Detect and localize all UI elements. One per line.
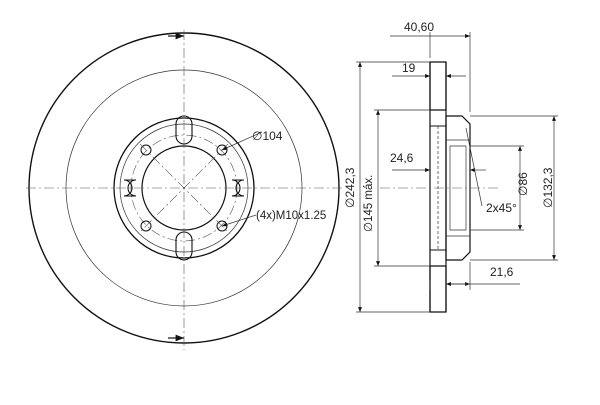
hat-wall-upper [429, 109, 447, 127]
bolt-hole [140, 144, 152, 156]
ring-section-upper [429, 61, 447, 111]
min-diameter-label: ∅145 máx. [363, 175, 375, 232]
hub-bore [449, 145, 467, 231]
friction-width-label: 19 [402, 61, 416, 75]
bolt-circle-label: ∅104 [252, 129, 283, 143]
diagonal-centerline [139, 143, 229, 233]
disc-diameter-label: ∅242,3 [343, 167, 357, 208]
hat-depth-label: 21,6 [490, 265, 514, 279]
center-bore-label: ∅86 [516, 172, 530, 196]
bolt-hole [140, 220, 152, 232]
hat-wall-lower [429, 249, 447, 267]
thickness-label: 40,60 [404, 20, 434, 34]
thread-label: (4x)M10x1.25 [256, 210, 326, 222]
bolt-hole [216, 144, 228, 156]
notch-right [231, 179, 245, 197]
chamfer-label: 2x45° [486, 201, 517, 215]
hat-outer-circle [113, 117, 255, 259]
hub-diameter-label: ∅132,3 [541, 167, 555, 208]
bolt-circle-leader [221, 131, 263, 151]
notch-top [175, 115, 193, 145]
locating-notches [123, 115, 245, 261]
notch-left [123, 179, 137, 197]
thread-leader [221, 214, 257, 227]
hub-flange [445, 115, 471, 261]
notch-bottom [175, 231, 193, 261]
section-view: 40,60 19 24,6 ∅242,3 ∅145 máx. 2x45° ∅86 [343, 20, 558, 313]
hub-offset-label: 24,6 [390, 151, 414, 165]
ring-section-lower [429, 265, 447, 313]
chamfer-leader [465, 127, 483, 207]
front-view: ∅104 (4x)M10x1.25 [26, 30, 344, 350]
